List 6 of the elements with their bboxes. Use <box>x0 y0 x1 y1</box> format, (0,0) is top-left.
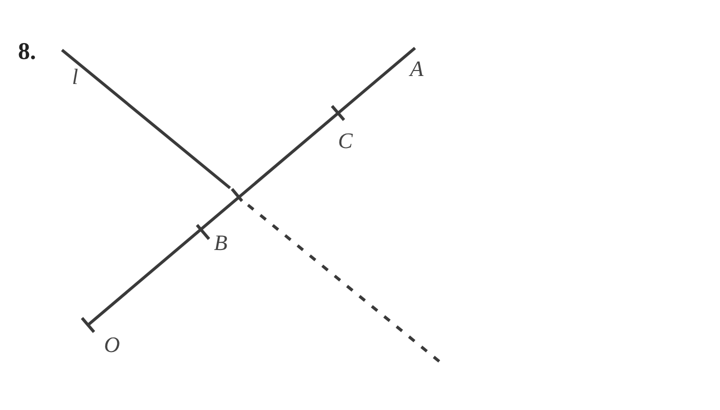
point-label: C <box>338 130 353 152</box>
point-label: O <box>104 334 120 356</box>
point-label: l <box>72 66 78 88</box>
point-label: A <box>410 58 424 80</box>
problem-number: 8. <box>18 40 36 64</box>
point-label: B <box>214 232 228 254</box>
